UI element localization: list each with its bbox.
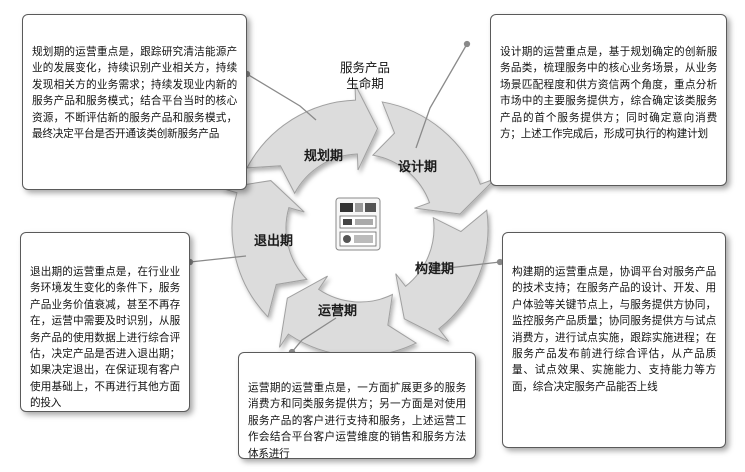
description-build: 构建期的运营重点是，协调平台对服务产品的技术支持；在服务产品的设计、开发、用户体… xyxy=(502,232,726,448)
description-build-text: 构建期的运营重点是，协调平台对服务产品的技术支持；在服务产品的设计、开发、用户体… xyxy=(512,266,716,393)
connector-design xyxy=(415,43,468,149)
cycle-arrow-build xyxy=(395,209,489,342)
phase-label-design: 设计期 xyxy=(398,160,438,175)
connector-operation xyxy=(291,317,337,353)
center-title-line2: 生命期 xyxy=(346,76,384,91)
phase-label-exit: 退出期 xyxy=(254,234,294,249)
description-design-text: 设计期的运营重点是，基于规划确定的创新服务品类，梳理服务中的核心业务场景，从业务… xyxy=(500,46,717,141)
description-operation: 运营期的运营重点是，一方面扩展更多的服务消费方和同类服务提供方；另一方面是对使用… xyxy=(238,352,476,460)
connector-exit xyxy=(189,255,247,263)
center-title-line1: 服务产品 xyxy=(339,60,390,75)
center-logo-icon xyxy=(335,197,381,251)
description-operation-text: 运营期的运营重点是，一方面扩展更多的服务消费方和同类服务提供方；另一方面是对使用… xyxy=(248,382,466,460)
connector-build xyxy=(447,261,501,269)
description-planning: 规划期的运营重点是，跟踪研究清洁能源产业的发展变化，持续识别产业相关方，持续发现… xyxy=(22,14,247,190)
center-title: 服务产品 生命期 xyxy=(325,60,405,92)
description-exit-text: 退出期的运营重点是，在行业业务环境发生变化的条件下，服务产品业务价值衰减，甚至不… xyxy=(30,266,180,410)
phase-label-operation: 运营期 xyxy=(318,304,358,319)
phase-label-build: 构建期 xyxy=(415,262,455,277)
description-planning-text: 规划期的运营重点是，跟踪研究清洁能源产业的发展变化，持续识别产业相关方，持续发现… xyxy=(32,46,237,141)
description-design: 设计期的运营重点是，基于规划确定的创新服务品类，梳理服务中的核心业务场景，从业务… xyxy=(490,14,727,186)
phase-label-planning: 规划期 xyxy=(304,149,344,164)
connector-planning xyxy=(246,73,317,121)
cycle-arrow-planning xyxy=(246,83,379,195)
description-exit: 退出期的运营重点是，在行业业务环境发生变化的条件下，服务产品业务价值衰减，甚至不… xyxy=(20,232,190,412)
